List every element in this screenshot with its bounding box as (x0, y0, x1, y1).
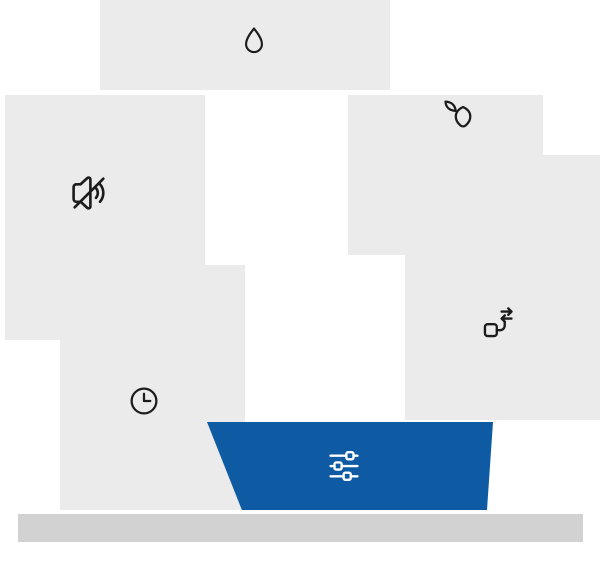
panel-clock (60, 265, 245, 510)
water-drop-icon (237, 24, 271, 60)
panel-power (405, 155, 600, 420)
speaker-mute-icon (68, 172, 110, 214)
panel-water (100, 0, 390, 90)
settings-sliders-icon (325, 447, 363, 485)
plug-sync-icon (479, 304, 517, 342)
leaf-icon (438, 95, 474, 131)
baseboard-bar (18, 514, 583, 542)
clock-icon (126, 383, 162, 419)
